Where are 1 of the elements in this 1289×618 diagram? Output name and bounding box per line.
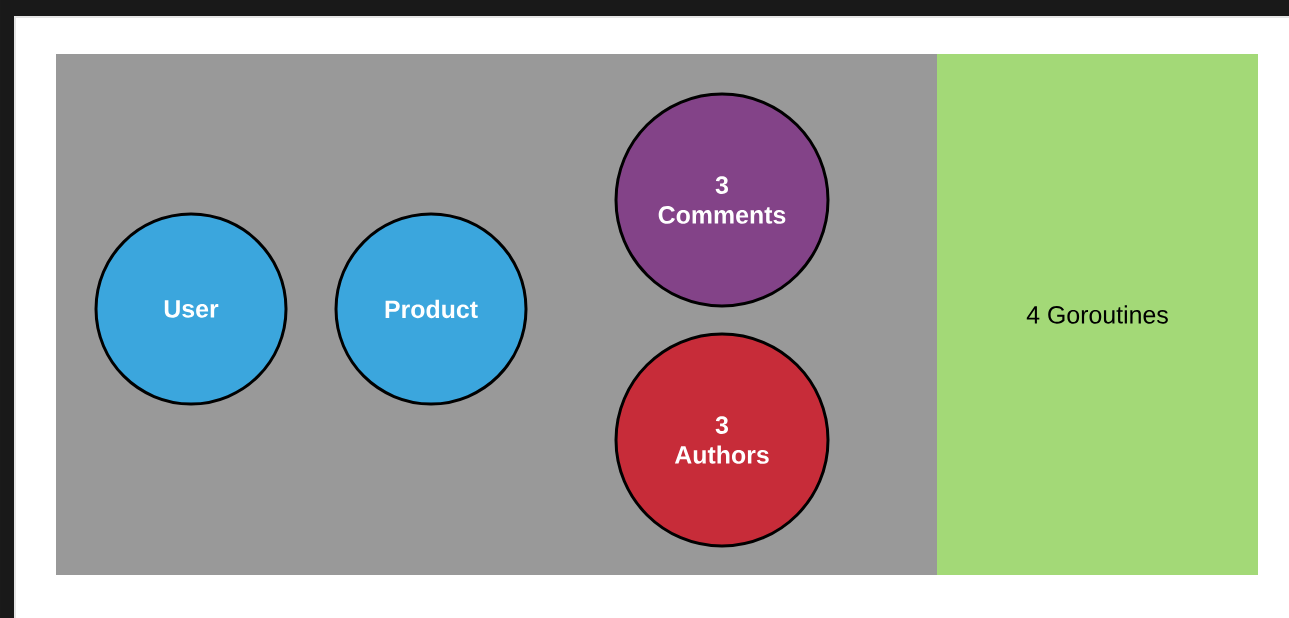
label-panel: 4 Goroutines xyxy=(937,54,1258,575)
